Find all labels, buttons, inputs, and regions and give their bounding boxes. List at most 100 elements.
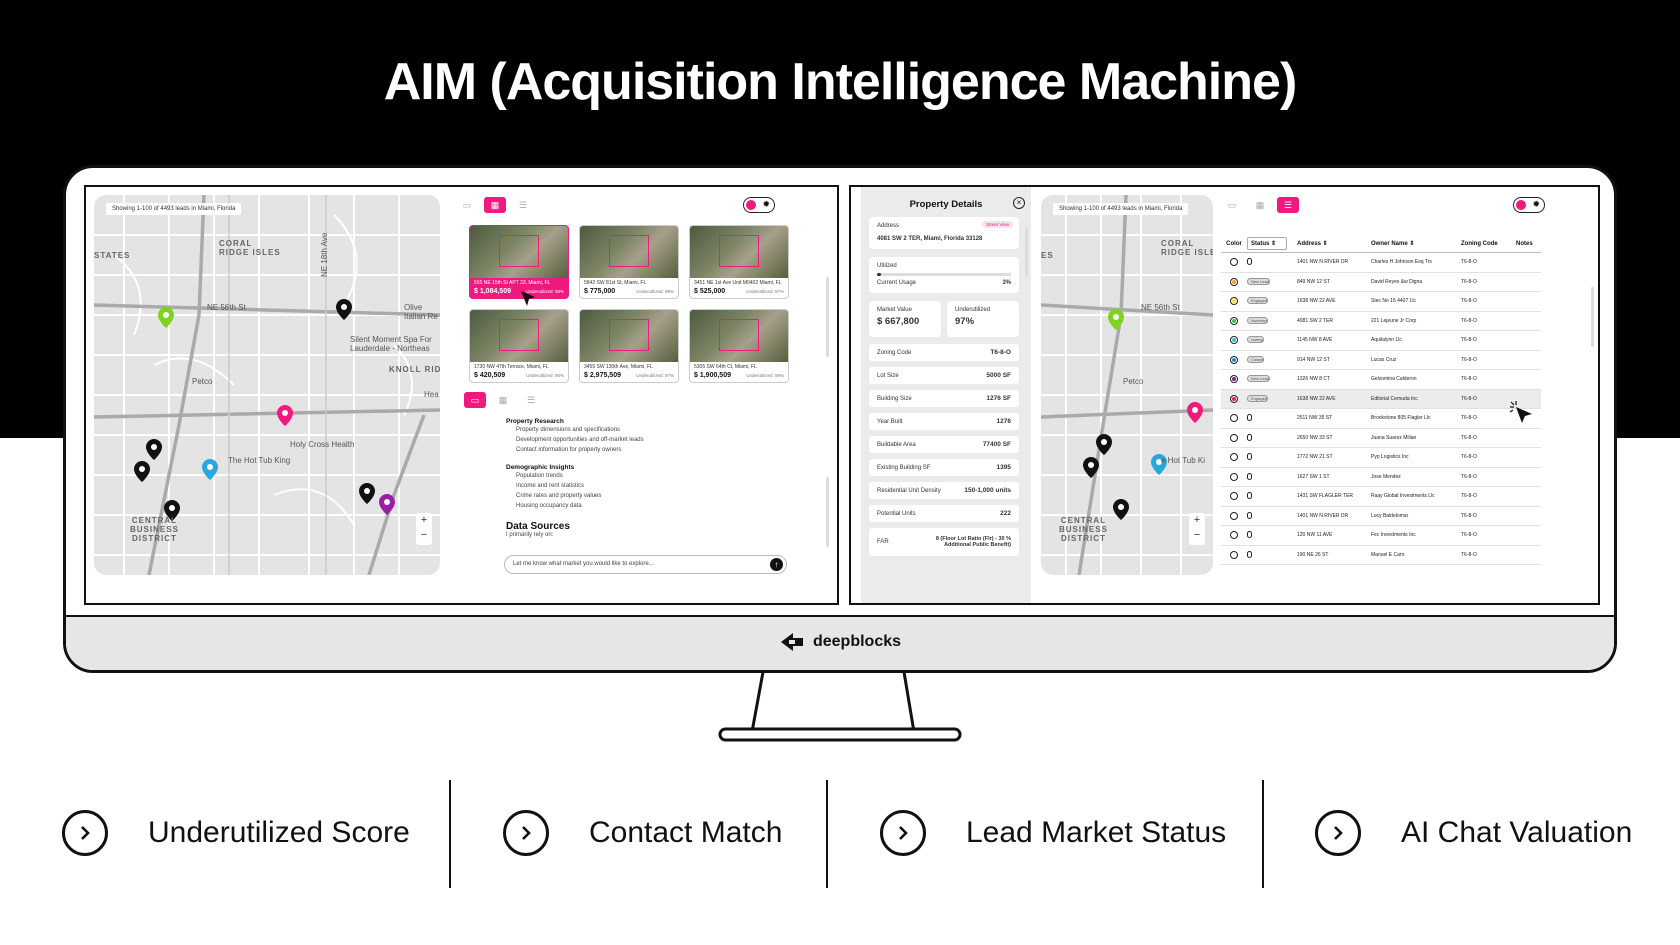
chat-view-icon[interactable]: ▭ — [462, 199, 472, 210]
scrollbar[interactable] — [826, 277, 829, 357]
status-dropdown[interactable] — [1247, 453, 1252, 461]
list-view-icon[interactable]: ☰ — [1277, 197, 1299, 213]
color-marker[interactable] — [1230, 336, 1238, 345]
color-marker[interactable] — [1230, 531, 1238, 540]
color-marker[interactable] — [1230, 492, 1238, 501]
close-icon[interactable]: × — [1013, 197, 1025, 209]
status-dropdown[interactable]: Engaged — [1247, 297, 1269, 305]
street-view-button[interactable]: Street View — [982, 221, 1013, 228]
theme-toggle[interactable]: ✹ — [1513, 197, 1545, 213]
map-label: CORAL RIDGE ISLES — [219, 239, 281, 257]
color-marker[interactable] — [1230, 277, 1238, 286]
owner-cell: David Reyes &w Digna — [1371, 278, 1423, 285]
zoning-cell: T6-8-O — [1461, 532, 1477, 539]
chevron-right-icon[interactable] — [1315, 810, 1361, 856]
property-card[interactable]: 1730 NW 47th Terrace, Miami, FL$ 420,509… — [469, 309, 569, 383]
address-sort[interactable]: Address ⇕ — [1297, 241, 1328, 247]
list-view-icon[interactable]: ☰ — [518, 199, 528, 210]
screen-table-view: Property Details × Address Street View 4… — [849, 185, 1600, 605]
map-label: CENTRAL BUSINESS DISTRICT — [1059, 516, 1108, 543]
status-dropdown[interactable] — [1247, 414, 1252, 422]
color-marker[interactable] — [1230, 375, 1238, 384]
color-marker[interactable] — [1230, 258, 1238, 267]
chat-view-icon[interactable]: ▭ — [464, 392, 486, 408]
color-marker[interactable] — [1230, 550, 1238, 559]
status-dropdown[interactable] — [1247, 472, 1252, 480]
status-dropdown[interactable] — [1247, 433, 1252, 441]
color-marker[interactable] — [1230, 511, 1238, 520]
grid-view-icon[interactable]: ▦ — [498, 394, 508, 405]
map-label: Petco — [192, 377, 213, 386]
zoom-control[interactable]: +− — [416, 513, 432, 545]
status-dropdown[interactable] — [1247, 258, 1252, 266]
status-dropdown[interactable]: Nurturing — [1247, 316, 1269, 324]
theme-toggle[interactable]: ✹ — [743, 197, 775, 213]
list-view-icon[interactable]: ☰ — [526, 394, 536, 405]
color-marker[interactable] — [1230, 355, 1238, 364]
owner-sort[interactable]: Owner Name ⇕ — [1371, 241, 1415, 247]
color-marker[interactable] — [1230, 472, 1238, 481]
status-dropdown[interactable]: Engaged — [1247, 394, 1269, 402]
property-card[interactable]: 555 NE 15th St APT 33, Miami, FL$ 1,084,… — [469, 225, 569, 299]
map-label: NE 56th St — [1141, 303, 1180, 312]
send-icon[interactable]: ↑ — [770, 558, 783, 571]
scrollbar[interactable] — [1025, 227, 1028, 277]
scrollbar[interactable] — [1591, 287, 1594, 347]
status-sort[interactable]: Status ⇕ — [1247, 237, 1287, 250]
ai-chat-panel: Property Research Property dimensions an… — [506, 412, 796, 538]
color-marker[interactable] — [1230, 297, 1238, 306]
chat-input[interactable]: Let me know what market you would like t… — [504, 555, 787, 574]
status-dropdown[interactable]: New Lead — [1247, 375, 1271, 383]
color-marker[interactable] — [1230, 414, 1238, 423]
map-panel[interactable]: Showing 1-100 of 4493 leads in Miami, Fl… — [1041, 195, 1213, 575]
status-dropdown[interactable] — [1247, 492, 1252, 500]
status-dropdown[interactable] — [1247, 531, 1252, 539]
chat-view-icon[interactable]: ▭ — [1227, 199, 1237, 210]
monitor-chin: deepblocks — [66, 615, 1614, 670]
view-toolbar: ▭ ▦ ☰ — [456, 197, 534, 213]
zoom-control[interactable]: +− — [1189, 513, 1205, 545]
address-cell: 1326 NW 8 CT — [1297, 376, 1331, 383]
grid-view-icon[interactable]: ▦ — [484, 197, 506, 213]
color-marker[interactable] — [1230, 453, 1238, 462]
status-dropdown[interactable] — [1247, 550, 1252, 558]
color-marker[interactable] — [1230, 316, 1238, 325]
status-dropdown[interactable] — [1247, 511, 1252, 519]
chevron-right-icon[interactable] — [62, 810, 108, 856]
divider — [1262, 780, 1264, 888]
color-marker[interactable] — [1230, 394, 1238, 403]
color-marker[interactable] — [1230, 433, 1238, 442]
map-panel[interactable]: Showing 1-100 of 4493 leads in Miami, Fl… — [94, 195, 440, 575]
chat-list-item: Development opportunities and off-market… — [516, 437, 644, 443]
scrollbar[interactable] — [826, 477, 829, 547]
address-cell: 1638 NW 22 AVE — [1297, 395, 1336, 402]
status-dropdown[interactable]: New Lead — [1247, 277, 1271, 285]
property-card[interactable]: 3451 NE 1st Ave Unit M0402 Miami, FL$ 52… — [689, 225, 789, 299]
status-dropdown[interactable]: Listing — [1247, 336, 1264, 344]
status-dropdown[interactable]: Closed — [1247, 355, 1265, 363]
sun-icon: ✹ — [1532, 199, 1540, 209]
chevron-right-icon[interactable] — [880, 810, 926, 856]
grid-view-icon[interactable]: ▦ — [1255, 199, 1265, 210]
chevron-right-icon[interactable] — [503, 810, 549, 856]
